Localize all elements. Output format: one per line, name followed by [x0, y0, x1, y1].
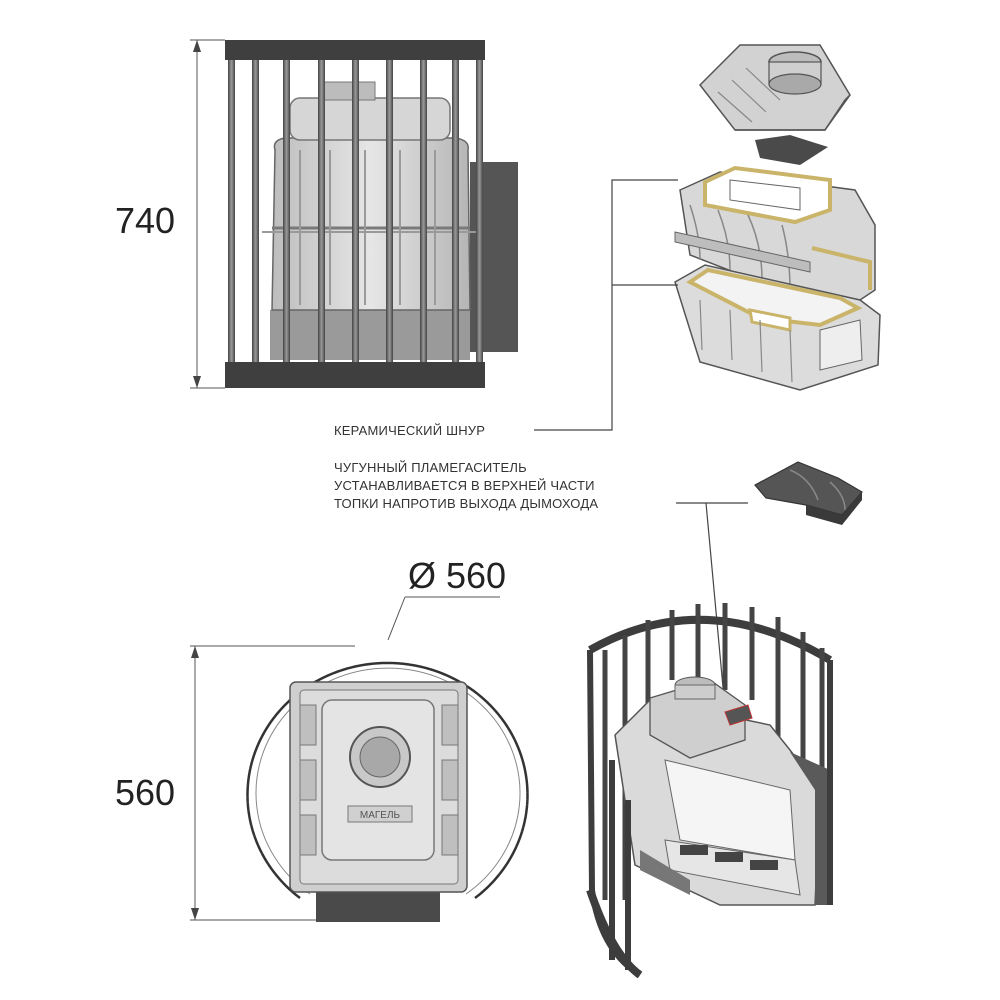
height-dimension-label: 740 — [115, 200, 175, 241]
flame-arrester-label-line-2: УСТАНАВЛИВАЕТСЯ В ВЕРХНЕЙ ЧАСТИ — [334, 478, 595, 493]
round-cage-outline — [246, 661, 529, 899]
flame-plate-top — [755, 135, 828, 165]
cutaway-stove-body — [614, 676, 830, 906]
grill-cage-front — [225, 40, 485, 388]
ceramic-cord-label: КЕРАМИЧЕСКИЙ ШНУР — [334, 423, 485, 438]
flame-arrester-part — [754, 461, 863, 525]
lower-firebox-section — [674, 264, 881, 391]
flame-arrester-annotation: ЧУГУННЫЙ ПЛАМЕГАСИТЕЛЬ УСТАНАВЛИВАЕТСЯ В… — [334, 460, 748, 721]
stove-top-plan: МАГЕЛЬ — [289, 681, 468, 893]
front-elevation-view: 740 — [115, 39, 518, 389]
upper-body-section — [674, 165, 876, 301]
flame-arrester-label-line-1: ЧУГУННЫЙ ПЛАМЕГАСИТЕЛЬ — [334, 460, 527, 475]
diameter-dimension-label: Ø 560 — [408, 555, 506, 596]
top-cover-part — [699, 44, 851, 131]
brand-logo: МАГЕЛЬ — [360, 810, 401, 821]
plan-view: Ø 560 560 М — [115, 555, 529, 922]
exploded-view: КЕРАМИЧЕСКИЙ ШНУР — [334, 44, 881, 438]
width-dimension-label: 560 — [115, 772, 175, 813]
flame-arrester-label-line-3: ТОПКИ НАПРОТИВ ВЫХОДА ДЫМОХОДА — [334, 496, 598, 511]
ceramic-cord-leader — [534, 179, 678, 431]
cutaway-assembly-view — [586, 603, 833, 979]
